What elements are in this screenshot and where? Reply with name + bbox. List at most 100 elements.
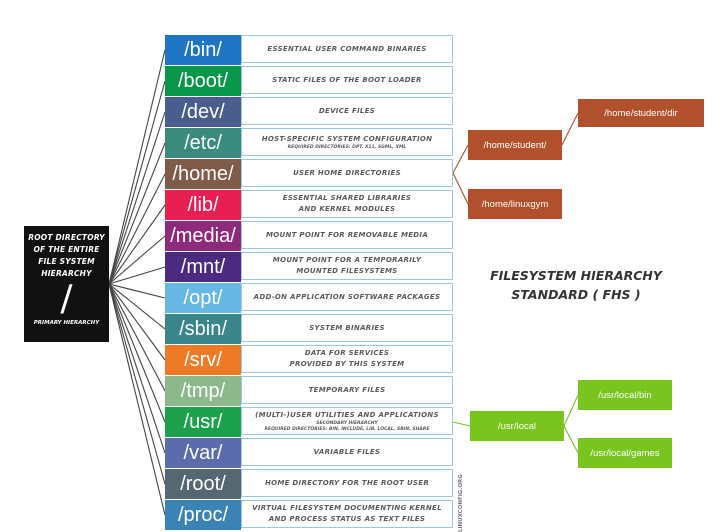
dir-row-lib: /lib/Essential shared libraries and kerne…	[165, 190, 455, 220]
dir-row-srv: /srv/Data for servicesprovided by this s…	[165, 345, 455, 375]
dir-row-bin: /bin/Essential user command binaries	[165, 35, 455, 65]
dir-name: /root/	[165, 469, 241, 499]
root-directory-box: Root directory of the entire file system…	[24, 226, 109, 342]
usr-branch-line	[563, 425, 579, 454]
dir-name: /dev/	[165, 97, 241, 127]
dir-description-line: Essential shared libraries	[282, 194, 412, 202]
root-subtitle: Primary hierarchy	[33, 320, 100, 326]
dir-row-dev: /dev/Device files	[165, 97, 455, 127]
root-connector-line	[108, 283, 166, 361]
dir-description: Essential shared libraries and kernel mod…	[241, 190, 453, 218]
dir-description: Add-on application software packages	[241, 283, 453, 311]
dir-name: /tmp/	[165, 376, 241, 406]
dir-description-line: Variable files	[313, 447, 381, 456]
root-connector-line	[108, 283, 166, 454]
dir-description: Data for servicesprovided by this system	[241, 345, 453, 373]
dir-name: /lib/	[165, 190, 241, 220]
dir-description-line: Virtual filesystem documenting kernel	[252, 504, 442, 512]
dir-description: Host-specific system configurationRequir…	[241, 128, 453, 156]
dir-name: /bin/	[165, 35, 241, 65]
dir-description: Temporary files	[241, 376, 453, 404]
dir-subnote: Required directories: opt, X11, sgml, xm…	[287, 144, 407, 150]
root-connector-line	[108, 266, 166, 285]
dir-description-line: Host-specific system configuration	[261, 134, 433, 143]
dir-description: Device files	[241, 97, 453, 125]
dir-row-tmp: /tmp/Temporary files	[165, 376, 455, 406]
dir-row-usr: /usr/ (Multi-)user utilities and applicat…	[165, 407, 455, 437]
dir-description: Variable files	[241, 438, 453, 466]
fhs-title-line: Standard ( FHS )	[511, 287, 641, 302]
home-branch-line	[452, 144, 469, 174]
dir-description: Mount point for removable media	[241, 221, 453, 249]
dir-name: /usr/	[165, 407, 241, 437]
dir-name: /opt/	[165, 283, 241, 313]
root-symbol: /	[60, 278, 73, 319]
dir-row-var: /var/Variable files	[165, 438, 455, 468]
dir-description: User home directories	[241, 159, 453, 187]
dir-description: Virtual filesystem documenting kernel and…	[241, 500, 453, 528]
dir-name: /var/	[165, 438, 241, 468]
dir-subnote: Secondary hierarchy	[316, 420, 378, 426]
dir-description-line: User home directories	[293, 168, 401, 177]
fhs-title: Filesystem Hierarchy Standard ( FHS )	[476, 266, 676, 304]
dir-description-line: Add-on application software packages	[253, 292, 441, 301]
root-title-line: file system	[38, 257, 95, 266]
root-connector-line	[108, 49, 166, 285]
dir-row-home: /home/User home directories	[165, 159, 455, 189]
root-connector-line	[108, 173, 166, 285]
dir-description: System binaries	[241, 314, 453, 342]
node-home-student: /home/student/	[468, 130, 562, 160]
node-home-linuxgym: /home/linuxgym	[468, 189, 562, 219]
dir-description-line: Data for services	[304, 349, 390, 357]
node-usr-local-games: /usr/local/games	[578, 438, 672, 468]
root-connector-line	[108, 283, 166, 423]
dir-name: /proc/	[165, 500, 241, 530]
dir-description-line: Static files of the boot loader	[272, 75, 422, 84]
root-connector-line	[108, 283, 166, 330]
dir-row-mnt: /mnt/Mount point for a temporarilymounte…	[165, 252, 455, 282]
dir-row-proc: /proc/Virtual filesystem documenting ker…	[165, 500, 455, 530]
dir-subnote: Required directories: bin, include, lib,…	[264, 426, 430, 432]
dir-description-line: Temporary files	[308, 385, 386, 394]
dir-description: Home directory for the root user	[241, 469, 453, 497]
fhs-title-line: Filesystem Hierarchy	[490, 268, 662, 283]
dir-name: /etc/	[165, 128, 241, 158]
dir-description-line: System binaries	[309, 323, 385, 332]
usr-branch-line	[563, 394, 579, 427]
home-branch-line	[452, 172, 469, 205]
root-connector-line	[108, 111, 166, 285]
dir-description: Static files of the boot loader	[241, 66, 453, 94]
credit-text: linuxconfig.org	[458, 474, 464, 532]
dir-name: /boot/	[165, 66, 241, 96]
dir-description-line: Device files	[318, 106, 376, 115]
dir-name: /media/	[165, 221, 241, 251]
dir-description-line: mounted filesystems	[296, 267, 398, 275]
dir-description-line: (Multi-)user utilities and applications	[255, 410, 439, 419]
root-title: Root directory of the entire file system…	[24, 232, 109, 280]
dir-name: /mnt/	[165, 252, 241, 282]
root-connector-line	[108, 283, 166, 516]
node-usr-local-bin: /usr/local/bin	[578, 380, 672, 410]
root-connector-line	[108, 204, 166, 285]
dir-row-boot: /boot/Static files of the boot loader	[165, 66, 455, 96]
dir-description-line: and kernel modules	[298, 205, 396, 213]
dir-name: /sbin/	[165, 314, 241, 344]
node-usr-local: /usr/local	[470, 411, 564, 441]
node-home-student-dir: /home/student/dir	[578, 99, 704, 127]
dir-row-opt: /opt/Add-on application software package…	[165, 283, 455, 313]
dir-description-line: and process status as text files	[268, 515, 426, 523]
dir-description-line: Mount point for removable media	[265, 230, 429, 239]
root-title-line: of the entire	[33, 245, 100, 254]
root-connector-line	[108, 80, 166, 285]
root-connector-line	[108, 142, 166, 285]
dir-name: /home/	[165, 159, 241, 189]
dir-row-root: /root/Home directory for the root user	[165, 469, 455, 499]
dir-description-line: Home directory for the root user	[264, 478, 430, 487]
home-branch-line	[561, 112, 579, 146]
dir-row-media: /media/Mount point for removable media	[165, 221, 455, 251]
root-connector-line	[108, 235, 166, 285]
root-connector-line	[108, 283, 166, 392]
dir-description: Mount point for a temporarilymounted fil…	[241, 252, 453, 280]
dir-row-etc: /etc/Host-specific system configurationR…	[165, 128, 455, 158]
